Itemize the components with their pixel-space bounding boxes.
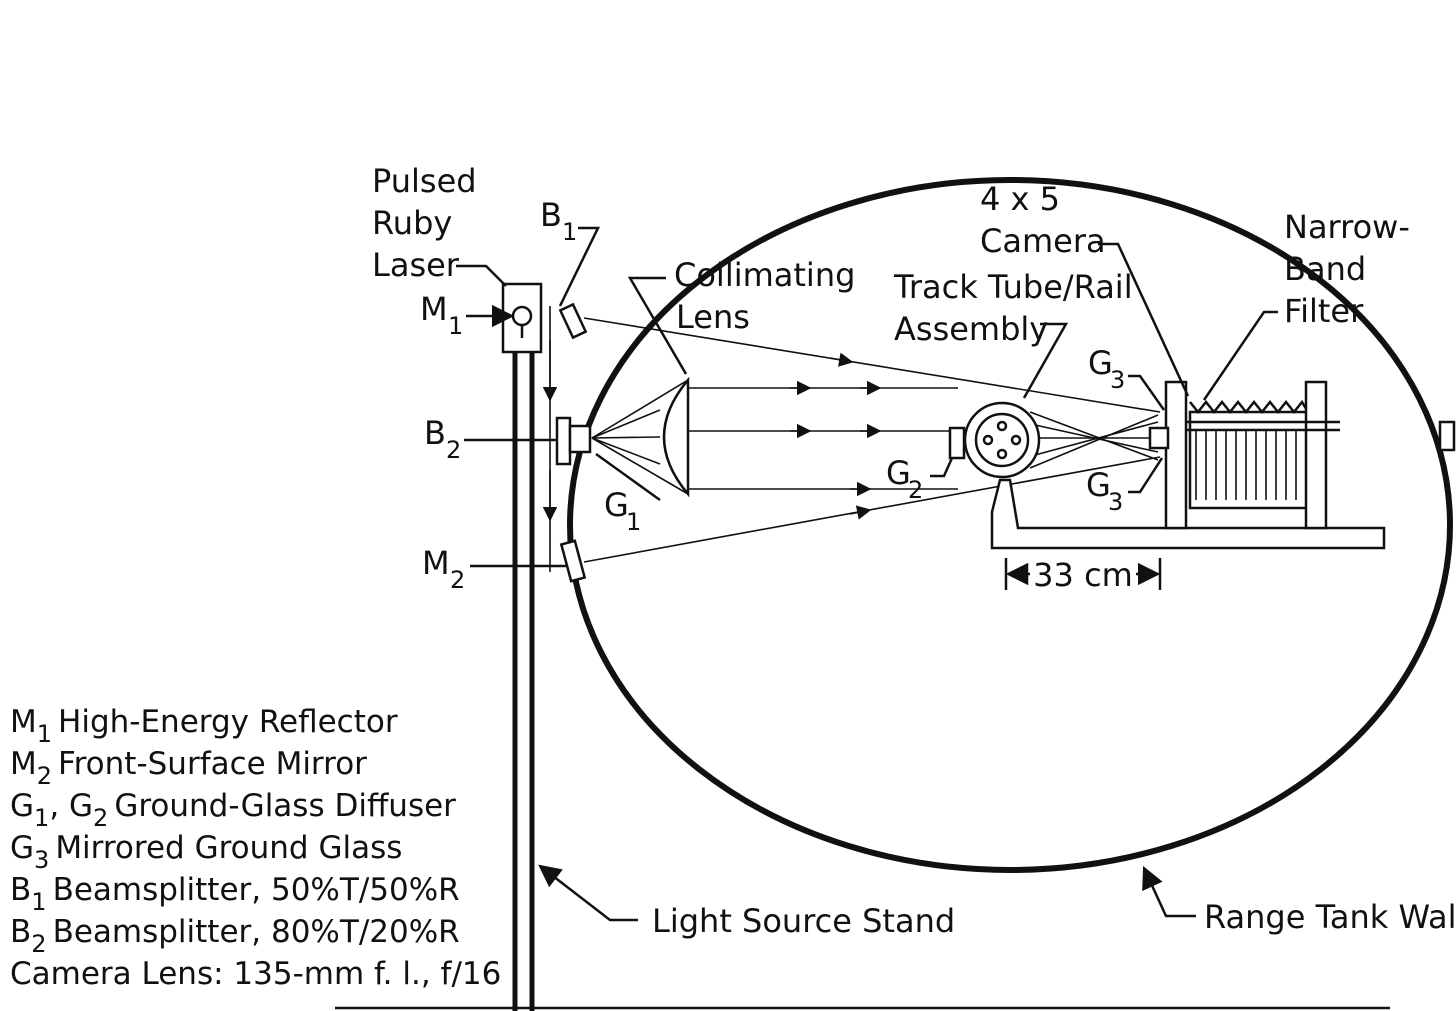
dimension-33cm: 33 cm bbox=[1004, 556, 1162, 594]
svg-text:M: M bbox=[422, 544, 450, 582]
rail-base bbox=[990, 478, 1386, 550]
reference-beam-upper bbox=[583, 317, 1161, 413]
reference-beam-lower bbox=[583, 456, 1161, 563]
camera bbox=[1148, 380, 1340, 530]
svg-text:Collimating: Collimating bbox=[674, 256, 855, 294]
camera-front-standard bbox=[1164, 380, 1188, 530]
svg-text:Camera: Camera bbox=[980, 222, 1106, 260]
camera-label: 4 x 5 Camera bbox=[980, 180, 1190, 397]
filter-label: Narrow- Band Filter bbox=[1202, 208, 1410, 401]
svg-text:G: G bbox=[1088, 344, 1113, 382]
svg-text:Pulsed: Pulsed bbox=[372, 162, 477, 200]
camera-back-standard bbox=[1304, 380, 1328, 530]
laser-label: Pulsed Ruby Laser bbox=[372, 162, 507, 287]
m1-reflector bbox=[511, 305, 533, 327]
stand-label: Light Source Stand bbox=[538, 864, 955, 940]
svg-text:2: 2 bbox=[908, 476, 923, 504]
svg-text:G: G bbox=[604, 486, 629, 524]
g1-label: G 1 bbox=[595, 452, 661, 536]
svg-text:B: B bbox=[424, 414, 446, 452]
svg-text:Track Tube/Rail: Track Tube/Rail bbox=[893, 268, 1133, 306]
svg-text:B: B bbox=[540, 196, 562, 234]
m2-mirror bbox=[559, 539, 587, 583]
svg-text:Ruby: Ruby bbox=[372, 204, 452, 242]
svg-text:Assembly: Assembly bbox=[894, 310, 1048, 348]
svg-text:3: 3 bbox=[1110, 366, 1125, 394]
g3-top-label: G 3 bbox=[1088, 344, 1166, 411]
camera-bellows bbox=[1188, 410, 1310, 510]
light-source-stand bbox=[501, 282, 543, 1011]
svg-text:Filter: Filter bbox=[1284, 292, 1364, 330]
b1-beamsplitter bbox=[558, 302, 588, 340]
svg-text:1: 1 bbox=[448, 312, 463, 340]
svg-text:1: 1 bbox=[562, 218, 577, 246]
b2-label: B 2 bbox=[424, 414, 556, 464]
g3-bottom-label: G 3 bbox=[1086, 457, 1164, 516]
m2-label: M 2 bbox=[422, 544, 566, 594]
svg-text:2: 2 bbox=[450, 566, 465, 594]
svg-text:Narrow-: Narrow- bbox=[1284, 208, 1410, 246]
tank-wall-label: Range Tank Wall bbox=[1142, 865, 1456, 936]
dimension-label: 33 cm bbox=[1033, 556, 1133, 594]
svg-text:2: 2 bbox=[446, 436, 461, 464]
track-tube-inner bbox=[974, 412, 1030, 468]
legend-item: Camera Lens: 135-mm f. l., f/16 bbox=[10, 956, 501, 992]
g1-diffuser bbox=[568, 424, 592, 454]
svg-text:G: G bbox=[886, 454, 911, 492]
track-tube-label: Track Tube/Rail Assembly bbox=[893, 268, 1133, 399]
b1-label: B 1 bbox=[540, 196, 600, 307]
tank-port bbox=[1438, 420, 1456, 452]
b2-beamsplitter bbox=[555, 416, 572, 466]
svg-text:Laser: Laser bbox=[372, 246, 460, 284]
svg-text:3: 3 bbox=[1108, 488, 1123, 516]
track-tube-assembly bbox=[963, 401, 1150, 479]
svg-text:M: M bbox=[420, 290, 448, 328]
tank-circle bbox=[567, 177, 1453, 873]
svg-text:G: G bbox=[1086, 466, 1111, 504]
range-tank-wall bbox=[567, 177, 1456, 873]
svg-text:4 x 5: 4 x 5 bbox=[980, 180, 1060, 218]
collimating-lens-label: Collimating Lens bbox=[627, 256, 855, 375]
svg-text:Band: Band bbox=[1284, 250, 1366, 288]
g2-label: G 2 bbox=[886, 454, 954, 504]
svg-text:Light Source Stand: Light Source Stand bbox=[652, 902, 955, 940]
g2-diffuser bbox=[948, 426, 966, 460]
g3-mirror bbox=[1148, 426, 1170, 450]
collimating-lens bbox=[662, 376, 690, 498]
svg-text:Lens: Lens bbox=[676, 298, 750, 336]
svg-text:Range Tank Wall: Range Tank Wall bbox=[1204, 898, 1456, 936]
m1-label: M 1 bbox=[420, 290, 515, 340]
svg-text:1: 1 bbox=[626, 508, 641, 536]
